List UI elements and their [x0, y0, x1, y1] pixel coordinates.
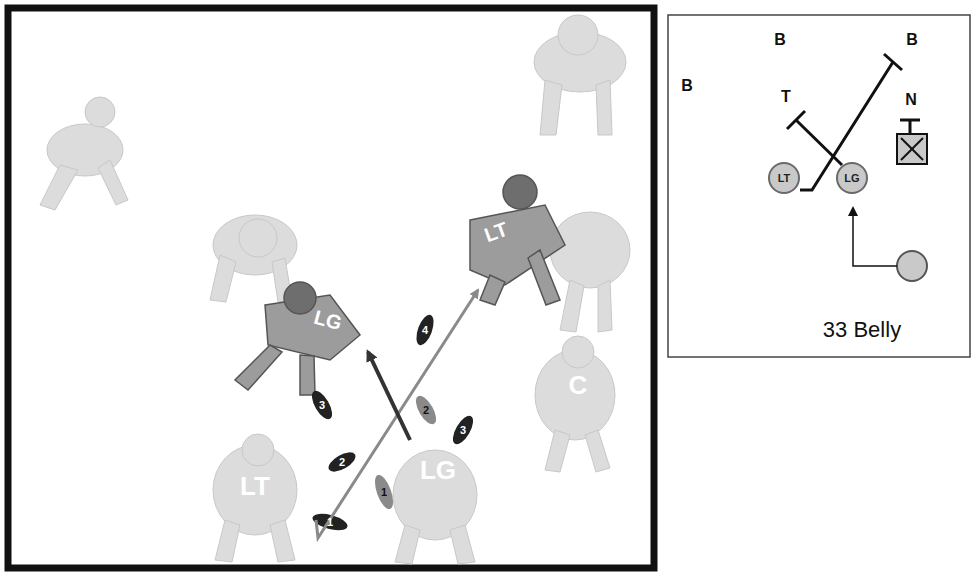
panel-frame: [668, 15, 970, 357]
frame: [8, 8, 654, 568]
step-number: 4: [422, 325, 428, 336]
defender-label: T: [781, 89, 791, 105]
player-circle: LG: [836, 162, 868, 194]
step-number: 3: [319, 400, 325, 411]
play-caption: 33 Belly: [823, 319, 901, 341]
defender-label: N: [905, 92, 917, 108]
step-path: [368, 352, 410, 440]
step-number: 2: [423, 405, 429, 416]
jersey-label: LT: [240, 473, 270, 499]
back-path: [853, 208, 897, 266]
nose-symbol: [897, 134, 927, 164]
player-label: LT: [778, 173, 791, 184]
step-number: 3: [460, 425, 466, 436]
step-number: 2: [339, 457, 345, 468]
defender-label: B: [681, 78, 693, 94]
player-label: LG: [844, 173, 859, 184]
step-number: 1: [327, 517, 333, 528]
defender-label: B: [774, 32, 786, 48]
back-symbol: [897, 251, 927, 281]
jersey-label: C: [569, 372, 588, 398]
defender-label: B: [906, 32, 918, 48]
jersey-label: LG: [420, 457, 456, 483]
player-figure: [235, 175, 565, 395]
player-circle: LT: [768, 162, 800, 194]
player-figure: [40, 15, 630, 564]
step-number: 1: [381, 487, 387, 498]
